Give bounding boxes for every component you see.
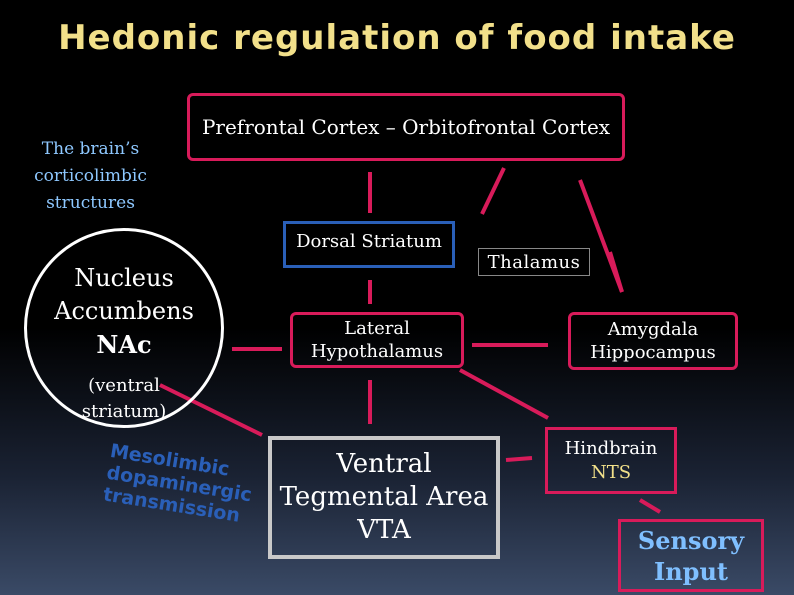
dorsal-striatum-label: Dorsal Striatum: [296, 231, 442, 252]
nucleus-accumbens-label: Nucleus Accumbens NAc: [54, 264, 194, 359]
pfc-label: Prefrontal Cortex – Orbitofrontal Cortex: [201, 115, 611, 139]
dorsal-striatum-box: Dorsal Striatum: [283, 221, 455, 268]
sensory-input-label: Sensory Input: [637, 525, 745, 586]
hindbrain-label: Hindbrain: [564, 437, 658, 459]
thalamus-label: Thalamus: [487, 251, 581, 273]
lateral-hypothalamus-label: Lateral Hypothalamus: [310, 318, 444, 362]
vta-label: Ventral Tegmental Area VTA: [279, 449, 489, 545]
pfc-box: Prefrontal Cortex – Orbitofrontal Cortex: [187, 93, 625, 161]
sensory-input-box: Sensory Input: [618, 519, 764, 592]
nucleus-accumbens-circle: [24, 228, 224, 428]
link-vta-hindbrain: [505, 456, 533, 462]
amygdala-hippocampus-box: Amygdala Hippocampus: [568, 312, 738, 370]
ventral-striatum-label: (ventral striatum): [81, 375, 167, 422]
nts-label: NTS: [590, 461, 632, 483]
subtitle: The brain’s corticolimbic structures: [34, 139, 147, 213]
link-thalamus-amygdala: [608, 251, 624, 293]
page-title: Hedonic regulation of food intake: [58, 18, 736, 58]
link-lateral-hindbrain: [459, 368, 549, 420]
link-pfc-thalamus: [480, 167, 506, 215]
lateral-hypothalamus-box: Lateral Hypothalamus: [290, 312, 464, 368]
thalamus-box: Thalamus: [478, 248, 590, 276]
vta-box: Ventral Tegmental Area VTA: [268, 436, 500, 559]
hindbrain-box: Hindbrain NTS: [545, 427, 677, 494]
amygdala-hippocampus-label: Amygdala Hippocampus: [590, 319, 716, 363]
nac-abbreviation: NAc: [96, 330, 152, 359]
link-hindbrain-sensory: [638, 498, 662, 514]
